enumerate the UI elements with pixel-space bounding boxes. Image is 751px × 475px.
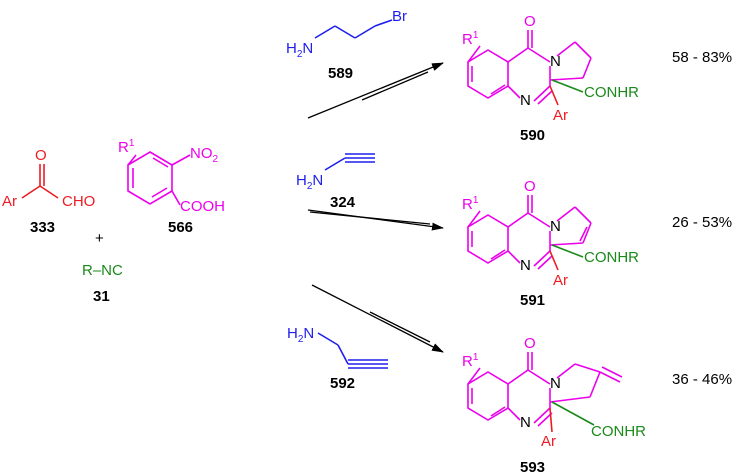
product-590: O N N R1 CONHR Ar 590 58 - 83% [462,13,732,144]
reagent-bromopropylamine: H2N Br 589 [286,8,407,82]
product-590-r1: R1 [462,30,479,48]
compound-number-593: 593 [520,459,545,475]
product-591-n2: N [520,257,531,274]
acid-no2-label: NO2 [190,145,219,165]
product-593-conhr: CONHR [591,423,646,440]
product-590-yield: 58 - 83% [672,49,732,66]
reagent-592-h2n: H2N [287,325,314,345]
arrow-to-593 [311,284,444,353]
product-591-o: O [524,178,536,195]
product-591: O N N R1 CONHR Ar 591 26 - 53% [462,178,732,309]
product-591-n1: N [550,218,561,235]
reagent-589-h2n: H2N [286,40,313,60]
product-590-n2: N [520,92,531,109]
product-590-n1: N [550,53,561,70]
arrow-to-591-second [309,211,431,225]
product-593-n1: N [550,375,561,392]
glyoxal-ar-label: Ar [2,193,17,210]
product-593-n2: N [520,414,531,431]
reaction-arrows [307,62,444,353]
product-593-yield: 36 - 46% [672,371,732,388]
reagent-propargylamine: H2N 324 [296,153,375,211]
reactant-arylglyoxal: O Ar CHO 333 [2,147,95,236]
reactant-isocyanide: R–NC 31 [82,262,123,305]
product-591-conhr: CONHR [584,249,639,266]
compound-number-324: 324 [330,194,356,211]
compound-number-566: 566 [168,219,193,236]
compound-number-590: 590 [520,127,545,144]
compound-number-589: 589 [328,65,353,82]
product-593-ar: Ar [541,433,556,450]
product-591-yield: 26 - 53% [672,214,732,231]
glyoxal-o-label: O [35,147,47,164]
arrow-to-593-second [369,311,431,343]
arrow-to-590-second [361,71,429,101]
reagent-324-h2n: H2N [296,172,323,192]
compound-number-591: 591 [520,292,545,309]
product-590-conhr: CONHR [584,84,639,101]
glyoxal-cho-label: CHO [62,193,95,210]
product-593: O N N R1 CONHR Ar 593 36 - 46% [462,335,732,475]
product-590-ar: Ar [553,107,568,124]
arrow-to-590 [307,62,444,119]
acid-r1-label: R1 [118,138,135,156]
acid-cooh-label: COOH [180,198,225,215]
reagent-butynylamine: H2N 592 [287,325,388,392]
product-591-ar: Ar [553,272,568,289]
product-593-r1: R1 [462,352,479,370]
product-590-o: O [524,13,536,30]
product-593-o: O [524,335,536,352]
compound-number-592: 592 [330,375,355,392]
compound-number-31: 31 [93,288,110,305]
isocyanide-label: R–NC [82,262,123,279]
compound-number-333: 333 [30,219,55,236]
reactant-nitrobenzoic-acid: R1 NO2 COOH 566 [118,138,225,236]
product-591-r1: R1 [462,195,479,213]
reagent-589-br: Br [392,8,407,25]
plus-sign: + [95,230,104,247]
